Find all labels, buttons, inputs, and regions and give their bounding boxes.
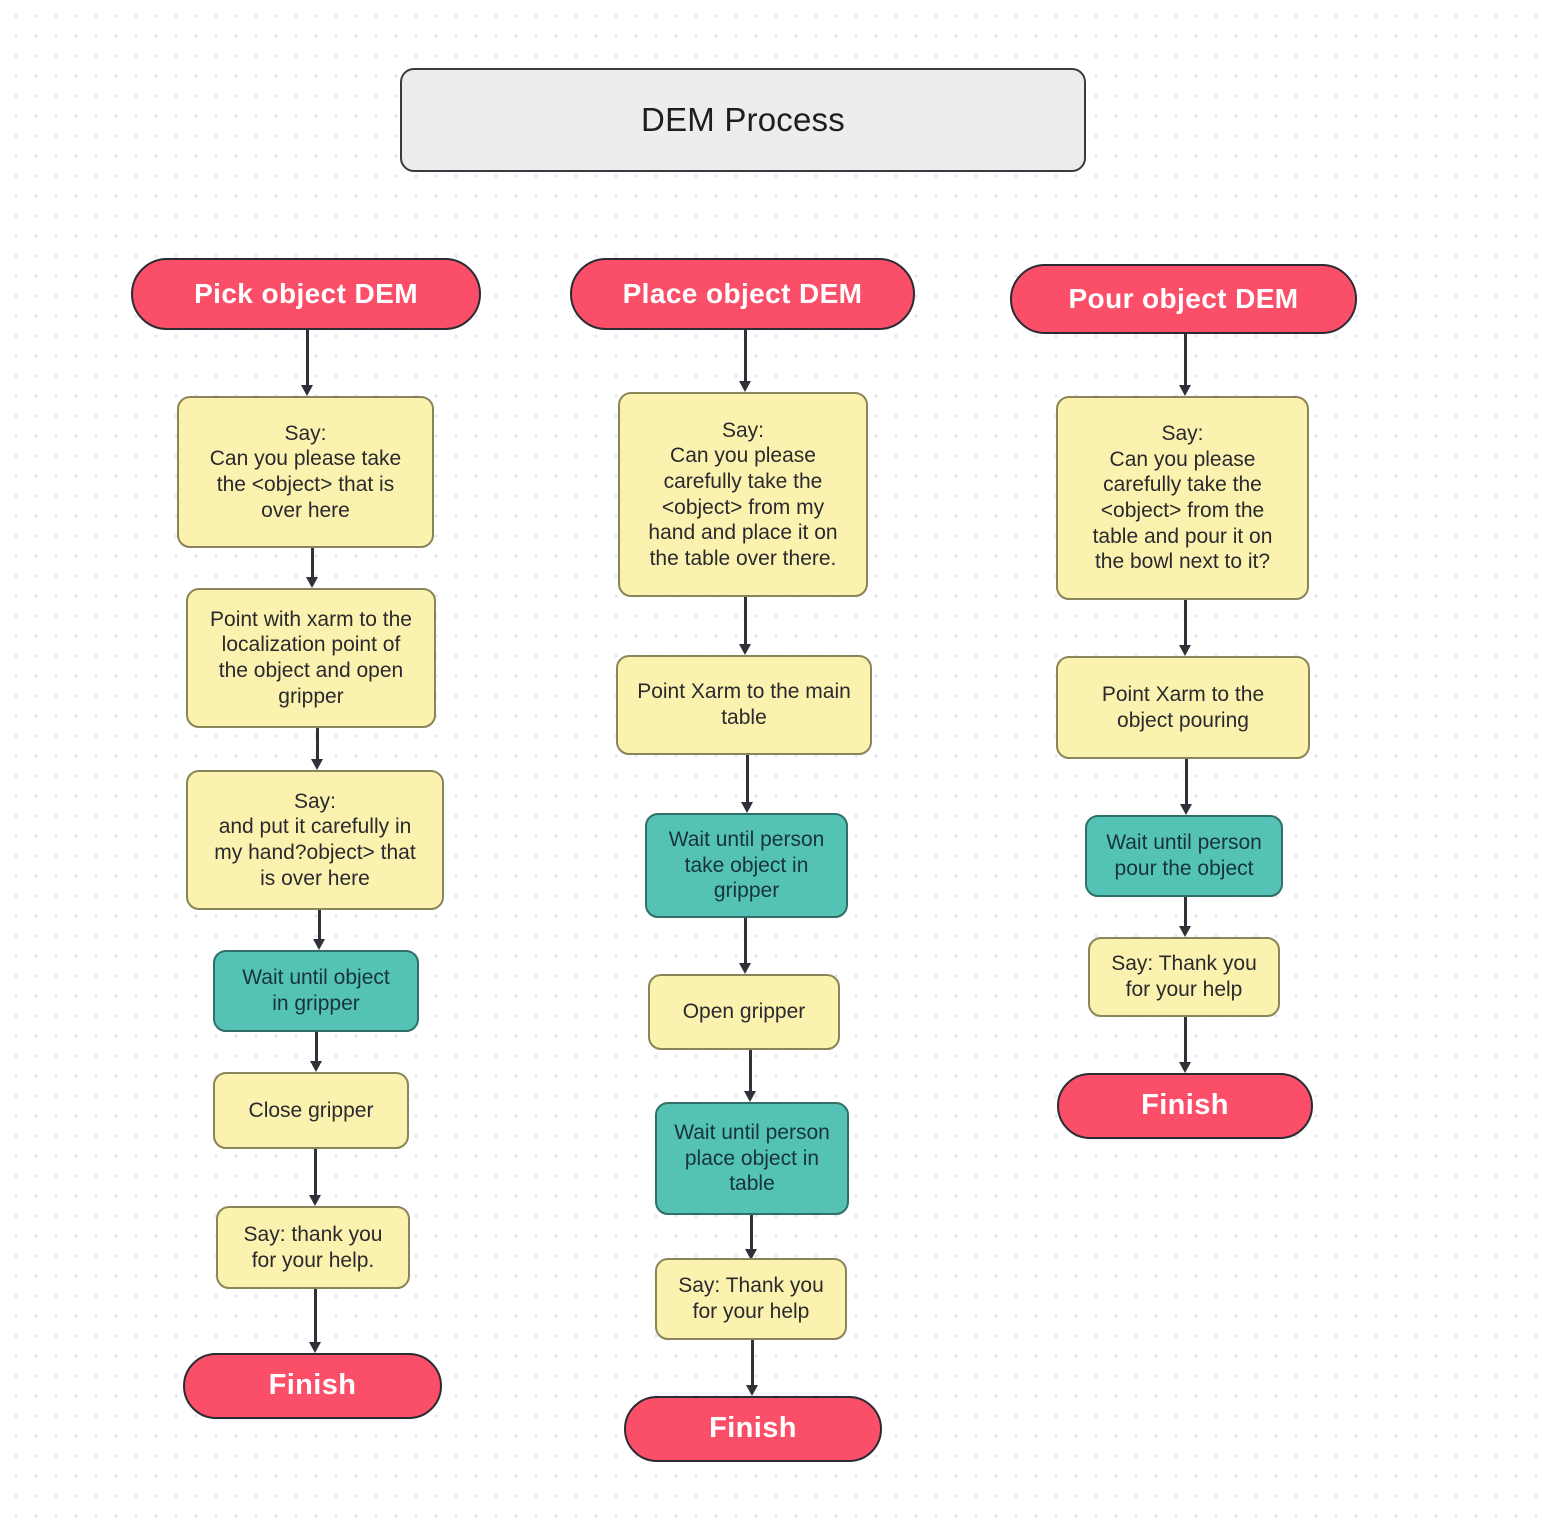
step-node-pour-1-label: Point Xarm to the object pouring [1101, 682, 1265, 732]
step-node-pour-2[interactable]: Wait until person pour the object [1085, 815, 1283, 897]
start-node-pour[interactable]: Pour object DEM [1010, 264, 1357, 334]
step-node-pour-3[interactable]: Say: Thank you for your help [1088, 937, 1280, 1017]
step-node-pour-1[interactable]: Point Xarm to the object pouring [1056, 656, 1310, 759]
step-node-place-2[interactable]: Wait until person take object in gripper [645, 813, 848, 918]
step-node-pour-0-label: Say: Can you please carefully take the <… [1092, 422, 1273, 574]
step-node-pour-0[interactable]: Say: Can you please carefully take the <… [1056, 396, 1309, 600]
start-node-place[interactable]: Place object DEM [570, 258, 915, 330]
start-node-place-label: Place object DEM [622, 277, 863, 309]
diagram-title-text: DEM Process [641, 100, 845, 138]
step-node-pour-3-label: Say: Thank you for your help [1111, 952, 1257, 1001]
step-node-pour-2-label: Wait until person pour the object [1106, 831, 1262, 880]
step-node-place-0[interactable]: Say: Can you please carefully take the <… [618, 392, 868, 597]
step-node-place-0-label: Say: Can you please carefully take the <… [648, 418, 838, 570]
step-node-pick-1[interactable]: Point with xarm to the localization poin… [186, 588, 436, 728]
step-node-pick-0[interactable]: Say: Can you please take the <object> th… [177, 396, 434, 548]
step-node-place-4-label: Wait until person place object in table [674, 1121, 830, 1196]
step-node-place-5-label: Say: Thank you for your help [678, 1274, 824, 1323]
step-node-place-3-label: Open gripper [682, 1000, 806, 1024]
step-node-pick-4[interactable]: Close gripper [213, 1072, 409, 1149]
step-node-pick-3[interactable]: Wait until object in gripper [213, 950, 419, 1032]
step-node-place-3[interactable]: Open gripper [648, 974, 840, 1050]
diagram-title-box: DEM Process [400, 68, 1086, 172]
step-node-place-1[interactable]: Point Xarm to the main table [616, 655, 872, 755]
step-node-pick-0-label: Say: Can you please take the <object> th… [209, 421, 402, 522]
finish-node-pour[interactable]: Finish [1057, 1073, 1313, 1139]
step-node-pick-2-label: Say: and put it carefully in my hand?obj… [214, 789, 416, 890]
finish-node-place[interactable]: Finish [624, 1396, 882, 1462]
step-node-pick-5[interactable]: Say: thank you for your help. [216, 1206, 410, 1289]
step-node-place-1-label: Point Xarm to the main table [637, 680, 851, 729]
finish-node-pick-label: Finish [268, 1369, 357, 1402]
start-node-pick[interactable]: Pick object DEM [131, 258, 481, 330]
step-node-pick-2[interactable]: Say: and put it carefully in my hand?obj… [186, 770, 444, 910]
start-node-pick-label: Pick object DEM [194, 277, 418, 309]
start-node-pour-label: Pour object DEM [1068, 282, 1299, 314]
finish-node-pour-label: Finish [1141, 1089, 1229, 1122]
finish-node-place-label: Finish [709, 1412, 797, 1445]
step-node-pick-1-label: Point with xarm to the localization poin… [210, 607, 412, 708]
step-node-place-4[interactable]: Wait until person place object in table [655, 1102, 849, 1215]
step-node-pick-4-label: Close gripper [248, 1098, 374, 1122]
finish-node-pick[interactable]: Finish [183, 1353, 442, 1419]
step-node-place-5[interactable]: Say: Thank you for your help [655, 1258, 847, 1340]
step-node-pick-5-label: Say: thank you for your help. [243, 1222, 383, 1272]
step-node-place-2-label: Wait until person take object in gripper [668, 828, 825, 903]
step-node-pick-3-label: Wait until object in gripper [242, 966, 390, 1015]
